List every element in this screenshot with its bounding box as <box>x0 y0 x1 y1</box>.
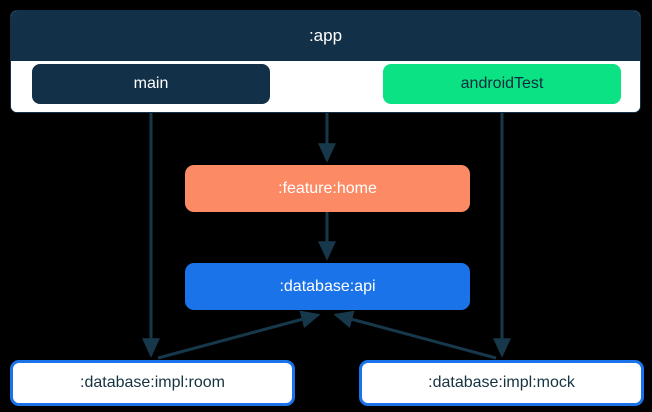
node-database-api[interactable]: :database:api <box>185 263 470 310</box>
node-database-impl-mock[interactable]: :database:impl:mock <box>359 360 644 406</box>
node-androidtest[interactable]: androidTest <box>383 64 621 104</box>
edge-database-impl-room-to-database-api <box>157 310 321 360</box>
node-database-impl-room[interactable]: :database:impl:room <box>10 360 295 406</box>
cluster-app-title: :app <box>11 11 640 61</box>
node-main[interactable]: main <box>32 64 270 104</box>
node-feature-home[interactable]: :feature:home <box>185 165 470 212</box>
edge-database-impl-mock-to-database-api <box>333 310 497 360</box>
